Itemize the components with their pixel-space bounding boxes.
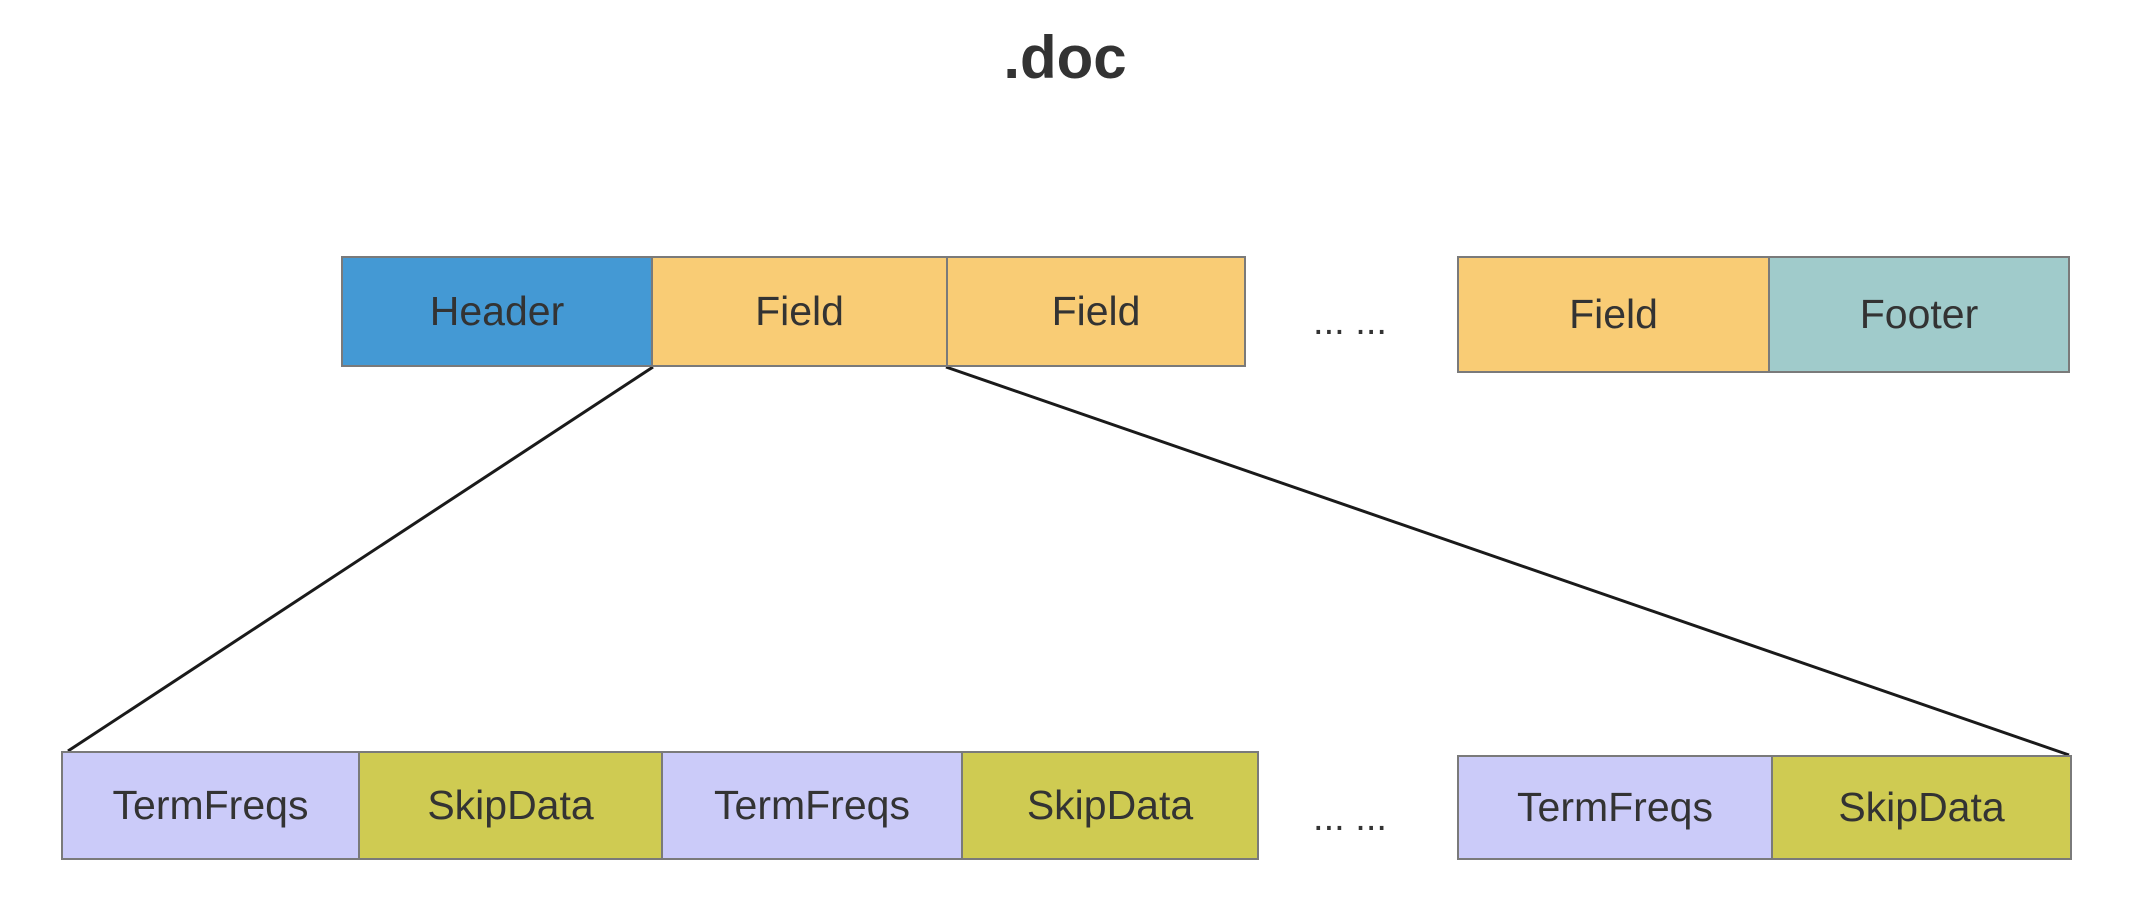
bottom-row-ellipsis: ... ... <box>1313 797 1387 839</box>
field-block-2: Field <box>946 256 1246 367</box>
field-label: Field <box>1051 288 1141 334</box>
footer-block: Footer <box>1768 256 2070 373</box>
termfreqs-block-1: TermFreqs <box>61 751 360 860</box>
header-block: Header <box>341 256 653 367</box>
field-block-1: Field <box>651 256 948 367</box>
skipdata-block-1: SkipData <box>358 751 663 860</box>
skipdata-label: SkipData <box>1026 782 1194 828</box>
skipdata-label: SkipData <box>427 782 594 828</box>
termfreqs-label: TermFreqs <box>714 782 910 828</box>
termfreqs-block-2: TermFreqs <box>661 751 963 860</box>
skipdata-block-2: SkipData <box>961 751 1259 860</box>
field-label: Field <box>755 288 844 334</box>
footer-label: Footer <box>1859 291 1979 337</box>
top-row-ellipsis: ... ... <box>1313 301 1387 343</box>
field-block-last: Field <box>1457 256 1770 373</box>
header-label: Header <box>429 288 565 334</box>
termfreqs-label: TermFreqs <box>1517 784 1713 830</box>
connector-left-line <box>67 365 654 753</box>
skipdata-block-last: SkipData <box>1771 755 2072 860</box>
termfreqs-label: TermFreqs <box>112 782 309 828</box>
diagram-title: .doc <box>1003 24 1127 91</box>
field-label: Field <box>1569 291 1658 337</box>
skipdata-label: SkipData <box>1838 784 2005 830</box>
termfreqs-block-last: TermFreqs <box>1457 755 1773 860</box>
connector-right-line <box>945 365 2070 757</box>
